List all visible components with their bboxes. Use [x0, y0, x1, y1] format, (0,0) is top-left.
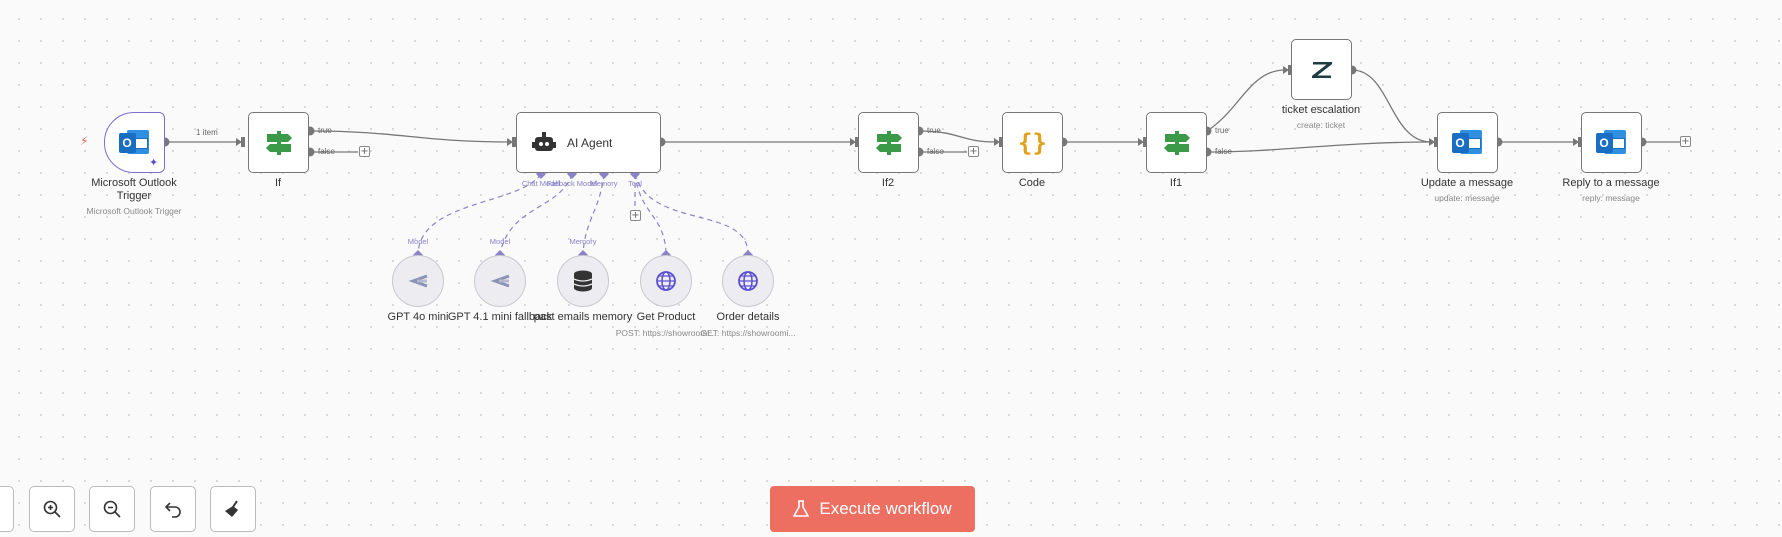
node-sublabel-trigger: Microsoft Outlook Trigger [86, 206, 182, 216]
zoom-out-button[interactable] [89, 486, 135, 532]
edge-label-if1-false: false [1215, 147, 1232, 156]
trigger-bolt-icon: ⚡ [80, 134, 89, 148]
node-sublabel-reply: reply: message [1582, 193, 1640, 203]
agent-input-fallback-model: Fallback Model [546, 179, 598, 188]
sub-conn-label-gpt41: Model [489, 237, 511, 246]
add-node-plus-reply[interactable]: + [1680, 136, 1691, 147]
node-outlook-trigger[interactable]: O [104, 112, 165, 173]
globe-icon [656, 271, 676, 291]
undo-icon [164, 502, 181, 518]
sub-edge-tool-product [634, 173, 667, 255]
sub-edge-fallback-model [499, 173, 573, 255]
edge-ticket-update [1351, 69, 1432, 143]
database-icon [573, 270, 593, 292]
fit-view-button[interactable] [0, 486, 14, 532]
zoom-in-icon [43, 500, 61, 518]
flask-icon [793, 500, 810, 517]
subnode-past-emails-memory[interactable] [557, 255, 609, 307]
sub-edge-tool-order [634, 173, 749, 255]
subnode-gpt-4o-mini[interactable] [392, 255, 444, 307]
zendesk-icon [1311, 61, 1332, 78]
signpost-icon [1163, 130, 1190, 155]
node-code[interactable]: {} [1002, 112, 1063, 173]
node-label-if: If [274, 177, 282, 189]
signpost-icon [265, 130, 292, 155]
node-ai-agent[interactable]: AI Agent [516, 112, 661, 173]
undo-button[interactable] [150, 486, 196, 532]
execute-workflow-button[interactable]: Execute workflow [770, 486, 975, 532]
node-label-trigger: Microsoft Outlook Trigger [91, 177, 177, 202]
edge-label-items: 1 item [196, 128, 218, 137]
sub-conn-label-memory: Memory [569, 237, 597, 246]
outlook-icon: O [1451, 128, 1484, 158]
outlook-icon: O [118, 128, 151, 158]
edge-label-if-false: false [318, 147, 335, 156]
subnode-get-product[interactable] [640, 255, 692, 307]
subnode-sublabel-product: POST: https://showroomi... [615, 328, 717, 338]
outlook-icon: O [1595, 128, 1628, 158]
sub-edge-memory [582, 173, 605, 255]
subnode-sublabel-order: GET: https://showroomi... [700, 328, 796, 338]
edge-if2-true-code [918, 130, 997, 143]
sub-conn-label-gpt4o: Model [407, 237, 429, 246]
subnode-label-gpt4o: GPT 4o mini [387, 311, 449, 323]
edge-if1-false-update [1206, 141, 1432, 153]
subnode-label-memory: past emails memory [533, 311, 633, 323]
globe-icon [738, 271, 758, 291]
node-label-code: Code [1018, 177, 1046, 189]
broom-icon [225, 500, 238, 517]
node-if1[interactable] [1146, 112, 1207, 173]
agent-title: AI Agent [567, 135, 613, 150]
edge-if-true-agent [309, 130, 511, 143]
add-node-plus-if-false[interactable]: + [359, 146, 370, 157]
edge-if1-true-ticket [1206, 69, 1286, 132]
agent-input-tool: Tool [628, 179, 642, 188]
node-sublabel-ticket: create: ticket [1296, 120, 1346, 130]
subnode-label-gpt41: GPT 4.1 mini fallback [447, 311, 553, 323]
edge-label-if2-true: true [927, 126, 941, 135]
node-label-if1: If1 [1169, 177, 1183, 189]
tidy-up-button[interactable] [210, 486, 256, 532]
node-if[interactable] [248, 112, 309, 173]
agent-input-memory: Memory [590, 179, 618, 188]
subnode-label-order: Order details [716, 311, 780, 323]
subnode-label-product: Get Product [636, 311, 696, 323]
node-label-ticket: ticket escalation [1281, 104, 1361, 116]
node-update-message[interactable]: O [1437, 112, 1498, 173]
pin-icon: ✦ [149, 156, 159, 169]
execute-workflow-label: Execute workflow [819, 499, 952, 518]
robot-icon [532, 131, 556, 151]
node-label-reply: Reply to a message [1562, 177, 1660, 189]
add-node-plus-if2-false[interactable]: + [968, 146, 979, 157]
openai-icon [490, 274, 510, 288]
node-if2[interactable] [858, 112, 919, 173]
signpost-icon [875, 130, 902, 155]
edge-label-if1-true: true [1215, 126, 1229, 135]
zoom-in-button[interactable] [29, 486, 75, 532]
node-reply-message[interactable]: O [1581, 112, 1642, 173]
node-label-update: Update a message [1420, 177, 1514, 189]
zoom-out-icon [103, 500, 121, 518]
subnode-gpt-41-mini-fallback[interactable] [474, 255, 526, 307]
subnode-order-details[interactable] [722, 255, 774, 307]
sub-edge-chat-model [417, 173, 542, 255]
agent-input-chat-model: Chat Model [521, 179, 561, 188]
curly-braces-icon: {} [1018, 128, 1047, 157]
node-sublabel-update: update: message [1434, 193, 1500, 203]
edge-label-if2-false: false [927, 147, 944, 156]
openai-icon [408, 274, 428, 288]
edge-label-if-true: true [318, 126, 332, 135]
node-ticket-escalation[interactable] [1291, 39, 1352, 100]
add-tool-plus[interactable]: + [630, 210, 641, 221]
node-label-if2: If2 [881, 177, 895, 189]
